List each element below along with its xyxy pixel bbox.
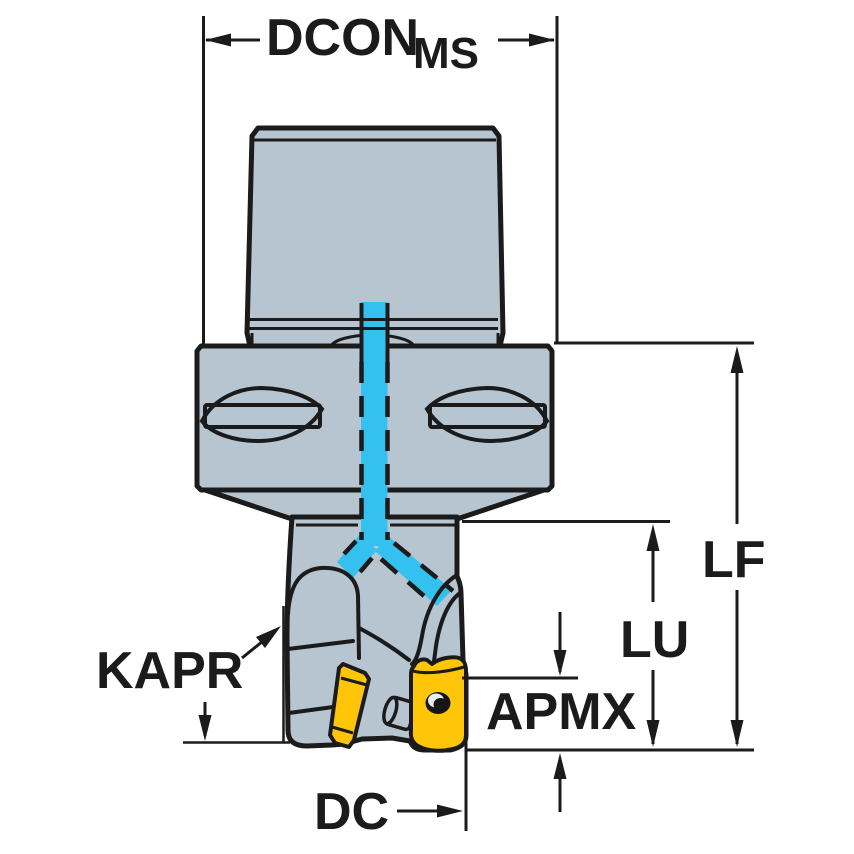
head-pocket-curve-outer bbox=[410, 573, 459, 666]
insert-left-facet-top bbox=[340, 676, 368, 687]
insert-left bbox=[328, 662, 371, 749]
head-lobe-line bbox=[286, 639, 355, 651]
label-kapr: KAPR bbox=[96, 642, 243, 700]
coolant-branch-left bbox=[337, 534, 377, 578]
coolant-channel bbox=[361, 302, 388, 546]
insert-front-edge-line bbox=[412, 665, 465, 675]
dimension-kapr bbox=[183, 606, 290, 744]
head-flute-curve bbox=[357, 626, 411, 662]
label-dcon-subscript: MS bbox=[413, 29, 479, 78]
head-pocket-line bbox=[287, 705, 335, 715]
dimension-dc bbox=[397, 741, 468, 831]
label-lu: LU bbox=[620, 611, 689, 669]
insert-screw-hole bbox=[425, 692, 451, 714]
label-dc: DC bbox=[314, 783, 389, 841]
label-lf: LF bbox=[702, 531, 766, 589]
dimension-apmx bbox=[462, 612, 578, 812]
coolant-branch-right bbox=[375, 536, 452, 606]
flange-slot-right bbox=[424, 385, 550, 444]
head-lobe-curve bbox=[286, 565, 361, 660]
dimension-lu bbox=[462, 520, 670, 747]
dimension-lf bbox=[466, 341, 754, 752]
insert-screw bbox=[382, 695, 418, 732]
insert-left-facet-bottom bbox=[331, 725, 354, 735]
flange-slot-right-key bbox=[428, 403, 547, 429]
label-dcon: DCON bbox=[266, 9, 419, 67]
coolant-branch-dashes bbox=[342, 539, 455, 598]
head-pocket-curve-inner bbox=[432, 591, 462, 663]
dimension-dcon bbox=[202, 16, 559, 345]
flange-slot-left-key bbox=[203, 403, 322, 429]
label-apmx: APMX bbox=[486, 683, 637, 741]
